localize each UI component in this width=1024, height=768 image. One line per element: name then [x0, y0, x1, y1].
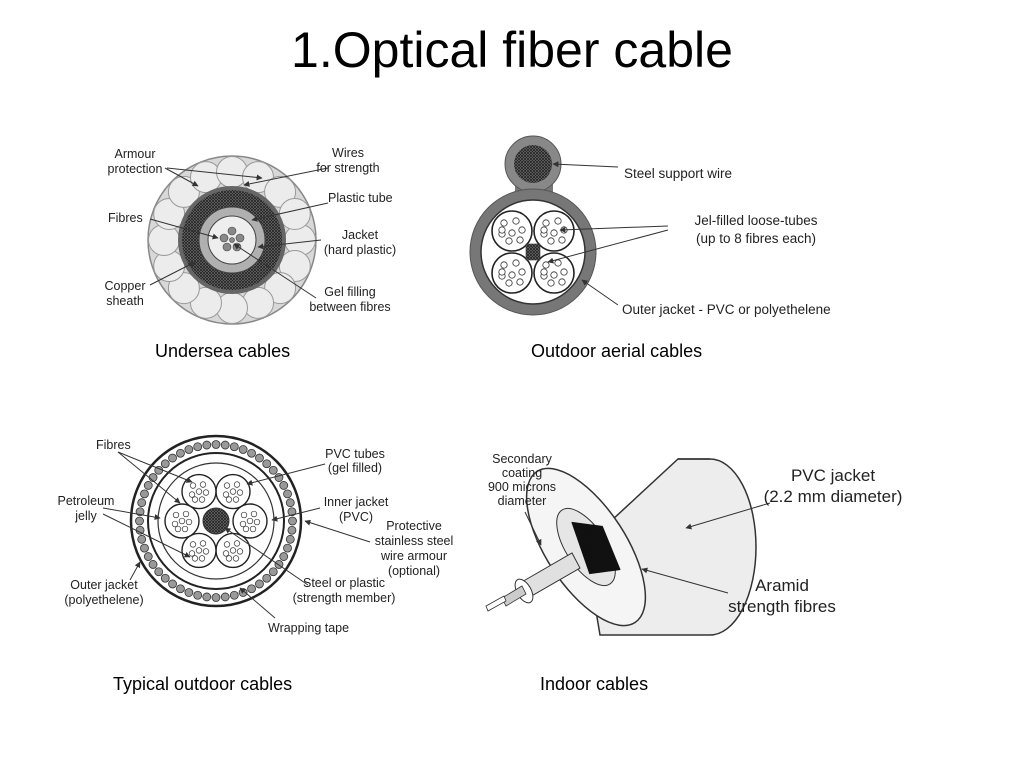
- label-petroleum-2: jelly: [74, 509, 97, 523]
- label-steel-plastic-2: (strength member): [293, 591, 396, 605]
- label-jel-1: Jel-filled loose-tubes: [694, 213, 817, 228]
- label-jacket-2: (hard plastic): [324, 243, 396, 257]
- outdoor-cable-diagram: Fibres PVC tubes (gel filled) Petroleum …: [58, 434, 454, 635]
- label-secondary-2: coating: [502, 466, 542, 480]
- aramid-fibres: [556, 508, 621, 586]
- undersea-cable-diagram: Armour protection Wires for strength Pla…: [105, 146, 396, 325]
- label-petroleum-1: Petroleum: [58, 494, 115, 508]
- caption-aerial: Outdoor aerial cables: [531, 341, 703, 361]
- aerial-cable-diagram: Steel support wire Jel-filled loose-tube…: [469, 135, 831, 317]
- label-wires-1: Wires: [332, 146, 364, 160]
- label-outdoor-fibres: Fibres: [96, 438, 131, 452]
- label-outdoor-outer-2: (polyethelene): [64, 593, 143, 607]
- label-steel-support: Steel support wire: [624, 166, 732, 181]
- label-jacket-1: Jacket: [342, 228, 379, 242]
- label-pvc-tubes-2: (gel filled): [328, 461, 382, 475]
- label-gel-1: Gel filling: [324, 285, 375, 299]
- label-protective-3: wire armour: [380, 549, 447, 563]
- label-copper-1: Copper: [105, 279, 146, 293]
- label-outdoor-outer-1: Outer jacket: [70, 578, 138, 592]
- label-aramid-1: Aramid: [755, 576, 809, 595]
- aerial-center-member: [525, 243, 541, 261]
- indoor-cable-diagram: Secondary coating 900 microns diameter P…: [485, 452, 903, 636]
- steel-support-wire: [514, 145, 552, 183]
- label-gel-2: between fibres: [309, 300, 390, 314]
- label-aramid-2: strength fibres: [728, 597, 836, 616]
- label-fibres: Fibres: [108, 211, 143, 225]
- label-secondary-1: Secondary: [492, 452, 553, 466]
- slide-title: 1.Optical fiber cable: [291, 22, 733, 78]
- label-pvc-jacket-2: (2.2 mm diameter): [764, 487, 903, 506]
- fibre-core: [485, 595, 507, 612]
- label-jel-2: (up to 8 fibres each): [696, 231, 816, 246]
- label-wrapping-tape: Wrapping tape: [268, 621, 349, 635]
- label-steel-plastic-1: Steel or plastic: [303, 576, 385, 590]
- label-armour-1: Armour: [115, 147, 156, 161]
- label-protective-1: Protective: [386, 519, 442, 533]
- label-plastic-tube: Plastic tube: [328, 191, 393, 205]
- label-protective-4: (optional): [388, 564, 440, 578]
- strength-member: [202, 507, 230, 535]
- label-pvc-jacket-1: PVC jacket: [791, 466, 875, 485]
- outdoor-armour-wires: [135, 440, 297, 602]
- label-wires-2: for strength: [316, 161, 379, 175]
- label-aerial-outer: Outer jacket - PVC or polyethelene: [622, 302, 831, 317]
- caption-indoor: Indoor cables: [540, 674, 649, 694]
- label-copper-2: sheath: [106, 294, 144, 308]
- label-armour-2: protection: [108, 162, 163, 176]
- caption-undersea: Undersea cables: [155, 341, 291, 361]
- outdoor-pvc-tubes: [164, 473, 268, 569]
- caption-outdoor: Typical outdoor cables: [113, 674, 293, 694]
- label-protective-2: stainless steel: [375, 534, 454, 548]
- label-inner-jacket-2: (PVC): [339, 510, 373, 524]
- label-inner-jacket-1: Inner jacket: [324, 495, 389, 509]
- label-secondary-3: 900 microns: [488, 480, 556, 494]
- buffer-coating: [501, 585, 527, 607]
- label-secondary-4: diameter: [498, 494, 547, 508]
- armour-wires: [148, 156, 316, 324]
- label-pvc-tubes-1: PVC tubes: [325, 447, 385, 461]
